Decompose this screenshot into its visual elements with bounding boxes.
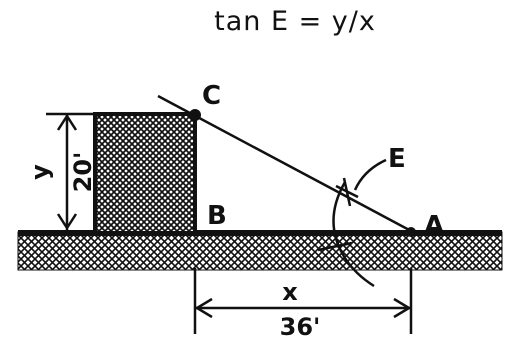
building — [93, 112, 197, 235]
label-e: E — [388, 144, 406, 174]
angle-tick-lower — [317, 241, 353, 252]
point-a — [406, 227, 416, 237]
height-symbol: y — [26, 164, 54, 180]
formula-text: tan E = y/x — [214, 6, 376, 37]
angle-tick-upper-2 — [342, 177, 352, 207]
angle-leader — [353, 158, 387, 191]
label-b: B — [207, 201, 227, 231]
height-arrow-bottom — [56, 213, 78, 231]
label-a: A — [424, 211, 444, 241]
label-c: C — [202, 81, 221, 111]
ground — [17, 231, 503, 271]
base-arrow-left — [194, 297, 213, 319]
angle-arc — [332, 181, 375, 288]
height-value: 20' — [69, 152, 97, 193]
point-c — [189, 109, 201, 121]
sight-line — [157, 94, 414, 234]
base-value: 36' — [280, 313, 321, 341]
base-symbol: x — [282, 278, 298, 306]
height-arrow-top — [56, 113, 78, 131]
base-arrow-right — [393, 297, 412, 319]
